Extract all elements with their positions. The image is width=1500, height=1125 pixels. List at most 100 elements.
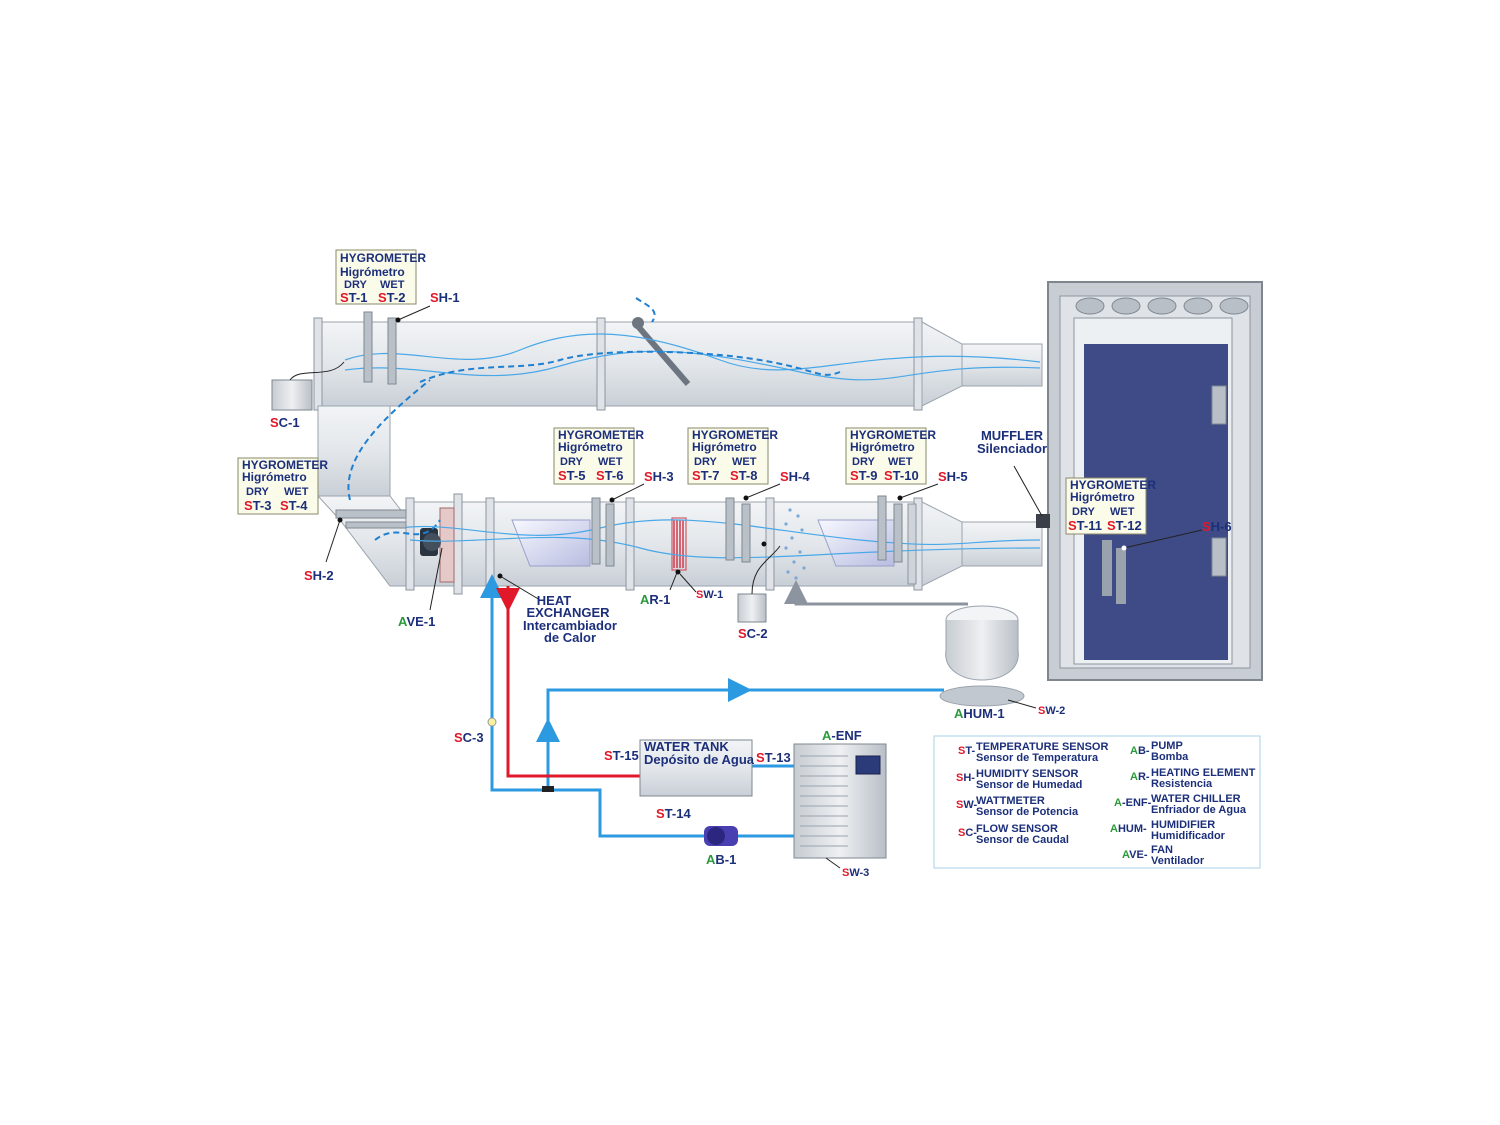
dry-label: DRY <box>1072 506 1095 518</box>
svg-text:ST-: ST- <box>958 745 975 757</box>
st-11-label: ST-11 <box>1068 518 1102 533</box>
svg-text:Intercambiador: Intercambiador <box>523 618 617 633</box>
flow-sensor-sc-1: SC-1 <box>270 361 345 430</box>
svg-text:Silenciador: Silenciador <box>977 441 1047 456</box>
svg-text:A-ENF-: A-ENF- <box>1114 797 1152 809</box>
sh-2-label: SH-2 <box>304 568 334 583</box>
svg-text:TEMPERATURE SENSOR: TEMPERATURE SENSOR <box>976 741 1108 753</box>
st-4-label: ST-4 <box>280 498 308 513</box>
svg-text:Bomba: Bomba <box>1151 751 1189 763</box>
a-enf-label: A-ENF <box>822 728 862 743</box>
sh-5-label: SH-5 <box>938 469 968 484</box>
ar-1-label: AR-1 <box>640 592 670 607</box>
svg-text:de Calor: de Calor <box>544 630 596 645</box>
humidifier-ahum-1: AHUM-1 SW-2 <box>939 605 1065 721</box>
st-7-label: ST-7 <box>692 468 719 483</box>
fan-ave-1 <box>420 528 441 556</box>
humidifier-spray <box>784 508 806 580</box>
dry-label: DRY <box>246 486 269 498</box>
svg-text:PUMP: PUMP <box>1151 740 1183 752</box>
sight-window-2 <box>817 519 895 567</box>
dry-label: DRY <box>694 456 717 468</box>
hygrometer-title: HYGROMETER <box>692 428 778 442</box>
svg-text:Sensor de Caudal: Sensor de Caudal <box>976 834 1069 846</box>
wet-label: WET <box>284 486 309 498</box>
svg-text:WATER CHILLER: WATER CHILLER <box>1151 793 1241 805</box>
sw-3-label: SW-3 <box>842 867 869 879</box>
water-tank: WATER TANK Depósito de Agua <box>639 739 755 797</box>
duct-probes <box>335 311 903 567</box>
legend: ST- TEMPERATURE SENSOR Sensor de Tempera… <box>933 735 1261 869</box>
legend-right: AB- PUMP Bomba AR- HEATING ELEMENT Resis… <box>1110 740 1256 867</box>
st-8-label: ST-8 <box>730 468 757 483</box>
ave-1-label: AVE-1 <box>398 614 435 629</box>
sc-2-label: SC-2 <box>738 626 768 641</box>
st-14-label: ST-14 <box>656 806 691 821</box>
svg-text:AHUM-: AHUM- <box>1110 823 1147 835</box>
climate-chamber <box>1036 281 1263 681</box>
svg-text:FLOW SENSOR: FLOW SENSOR <box>976 823 1058 835</box>
svg-text:HUMIDIFIER: HUMIDIFIER <box>1151 819 1215 831</box>
svg-text:HEATING ELEMENT: HEATING ELEMENT <box>1151 767 1256 779</box>
hygrometer-title: HYGROMETER <box>1070 478 1156 492</box>
svg-text:Sensor de Temperatura: Sensor de Temperatura <box>976 752 1099 764</box>
st-5-label: ST-5 <box>558 468 585 483</box>
svg-text:Ventilador: Ventilador <box>1151 855 1205 867</box>
dry-label: DRY <box>344 279 367 291</box>
heat-exchanger-coil <box>439 507 455 583</box>
st-2-label: ST-2 <box>378 290 405 305</box>
wet-label: WET <box>732 456 757 468</box>
hygrometer-box-5: HYGROMETER Higrómetro DRY WET ST-9 ST-10 <box>845 427 936 485</box>
svg-text:Sensor de Humedad: Sensor de Humedad <box>976 779 1082 791</box>
vertical-duct <box>316 405 411 587</box>
svg-text:Enfriador de Agua: Enfriador de Agua <box>1151 804 1247 816</box>
svg-text:Humidificador: Humidificador <box>1151 830 1226 842</box>
hygrometer-box-3: HYGROMETER Higrómetro DRY WET ST-5 ST-6 <box>553 427 644 485</box>
svg-text:AB-1: AB-1 <box>706 852 736 867</box>
sh-1-label: SH-1 <box>430 290 460 305</box>
st-1-label: ST-1 <box>340 290 367 305</box>
svg-text:SH-: SH- <box>956 772 975 784</box>
svg-text:WATER TANK: WATER TANK <box>644 739 729 754</box>
hygrometer-subtitle: Higrómetro <box>242 470 307 484</box>
sw-1-label: SW-1 <box>696 589 723 601</box>
hygrometer-title: HYGROMETER <box>340 251 426 265</box>
svg-text:FAN: FAN <box>1151 844 1173 856</box>
hygrometer-title: HYGROMETER <box>850 428 936 442</box>
sight-window-1 <box>511 519 591 567</box>
hygrometer-subtitle: Higrómetro <box>1070 490 1135 504</box>
chamber-probes <box>1102 540 1126 604</box>
svg-text:MUFFLER: MUFFLER <box>981 428 1044 443</box>
svg-text:HEAT: HEAT <box>537 593 571 608</box>
damper-valve <box>632 317 691 386</box>
svg-text:HUMIDITY SENSOR: HUMIDITY SENSOR <box>976 768 1079 780</box>
flow-sensor-sc-2: SC-2 <box>737 541 781 641</box>
svg-text:EXCHANGER: EXCHANGER <box>526 605 610 620</box>
svg-text:Depósito de Agua: Depósito de Agua <box>644 752 755 767</box>
hygrometer-title: HYGROMETER <box>558 428 644 442</box>
hygrometer-box-4: HYGROMETER Higrómetro DRY WET ST-7 ST-8 <box>687 427 778 485</box>
hygrometer-subtitle: Higrómetro <box>558 440 623 454</box>
hygrometer-subtitle: Higrómetro <box>850 440 915 454</box>
hygrometer-box-6: HYGROMETER Higrómetro DRY WET ST-11 ST-1… <box>1065 477 1156 535</box>
water-chiller: A-ENF SW-3 <box>793 728 887 879</box>
sh-3-label: SH-3 <box>644 469 674 484</box>
legend-left: ST- TEMPERATURE SENSOR Sensor de Tempera… <box>956 741 1108 846</box>
svg-text:AVE-: AVE- <box>1122 849 1148 861</box>
heat-exchanger-label: HEAT EXCHANGER Intercambiador de Calor <box>497 573 617 645</box>
st-6-label: ST-6 <box>596 468 623 483</box>
hygrometer-subtitle: Higrómetro <box>340 265 405 279</box>
svg-text:Resistencia: Resistencia <box>1151 778 1213 790</box>
svg-text:AB-: AB- <box>1130 745 1150 757</box>
wet-label: WET <box>1110 506 1135 518</box>
svg-text:WATTMETER: WATTMETER <box>976 795 1045 807</box>
upper-duct <box>313 317 1043 411</box>
sc-1-label: SC-1 <box>270 415 300 430</box>
wet-label: WET <box>380 279 405 291</box>
sw-2-label: SW-2 <box>1038 705 1065 717</box>
st-12-label: ST-12 <box>1107 518 1142 533</box>
wet-label: WET <box>598 456 623 468</box>
svg-text:SC-: SC- <box>958 827 977 839</box>
